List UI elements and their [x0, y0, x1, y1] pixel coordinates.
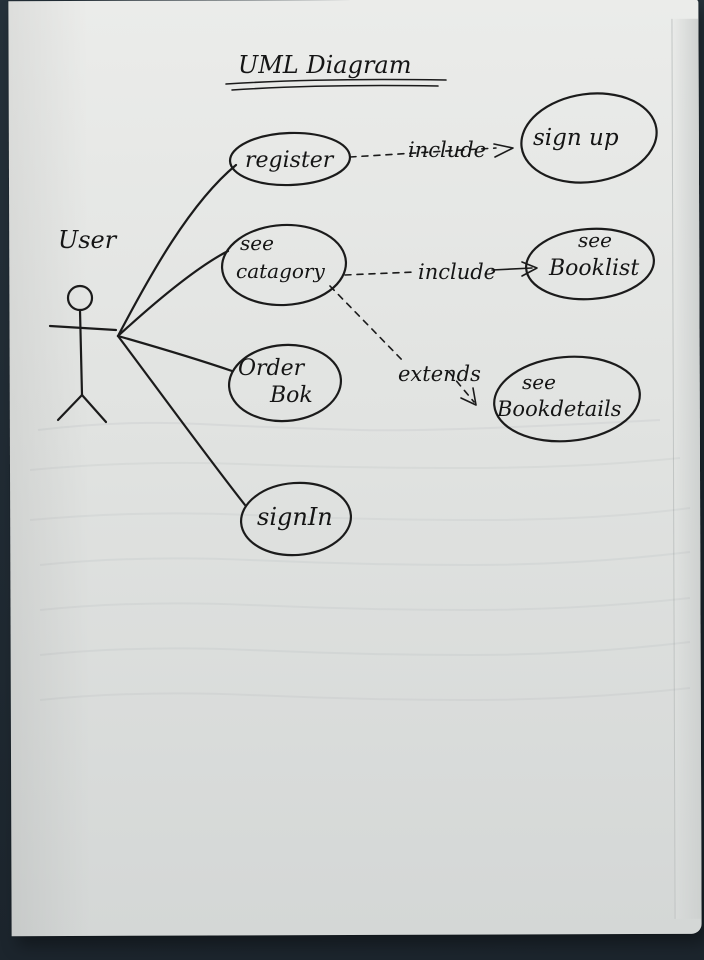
use-case-sign-in [239, 481, 353, 557]
title-underline [225, 78, 447, 85]
include-category-booklist-arrowhead [521, 261, 538, 277]
bookdetails-line-2: Bookdetails [496, 397, 622, 421]
association-register [116, 163, 238, 338]
actor-head [66, 284, 94, 312]
see-category-line-2: catagory [236, 259, 325, 283]
association-sign-in [116, 334, 247, 507]
diagram-title: UML Diagram [238, 51, 412, 79]
association-order-book [116, 334, 234, 373]
include-register-signup-arrowhead [493, 143, 514, 158]
use-case-see-bookdetails [493, 355, 641, 443]
association-see-category [116, 249, 230, 338]
order-book-line-1: Order [238, 356, 306, 381]
include-label-category: include [418, 260, 496, 284]
sign-up-label: sign up [533, 125, 619, 151]
actor-arms [48, 324, 118, 332]
extends-line-top [329, 285, 405, 363]
actor-body [78, 308, 84, 397]
extends-arrowhead [460, 387, 477, 406]
register-label: register [245, 148, 335, 173]
bleed-through-text [29, 419, 691, 702]
use-case-sign-up [520, 92, 658, 184]
bookdetails-line-1: see [522, 370, 556, 394]
include-category-booklist-line-left [344, 271, 416, 276]
extends-label: extends [398, 362, 481, 386]
booklist-line-1: see [578, 228, 612, 252]
use-case-see-category [220, 223, 348, 307]
include-register-signup-line [349, 147, 497, 158]
extends-line-bottom [448, 371, 475, 403]
use-case-order-book [227, 343, 343, 423]
booklist-line-2: Booklist [548, 256, 639, 281]
actor-right-leg [80, 393, 108, 424]
include-label-register: include [408, 138, 486, 162]
actor-left-leg [56, 393, 84, 422]
sign-in-label: signIn [257, 503, 333, 531]
include-category-booklist-line-right [491, 267, 533, 271]
actor-label: User [58, 226, 118, 254]
title-underline-second [231, 84, 439, 91]
order-book-line-2: Bok [269, 383, 313, 408]
see-category-line-1: see [240, 231, 274, 255]
